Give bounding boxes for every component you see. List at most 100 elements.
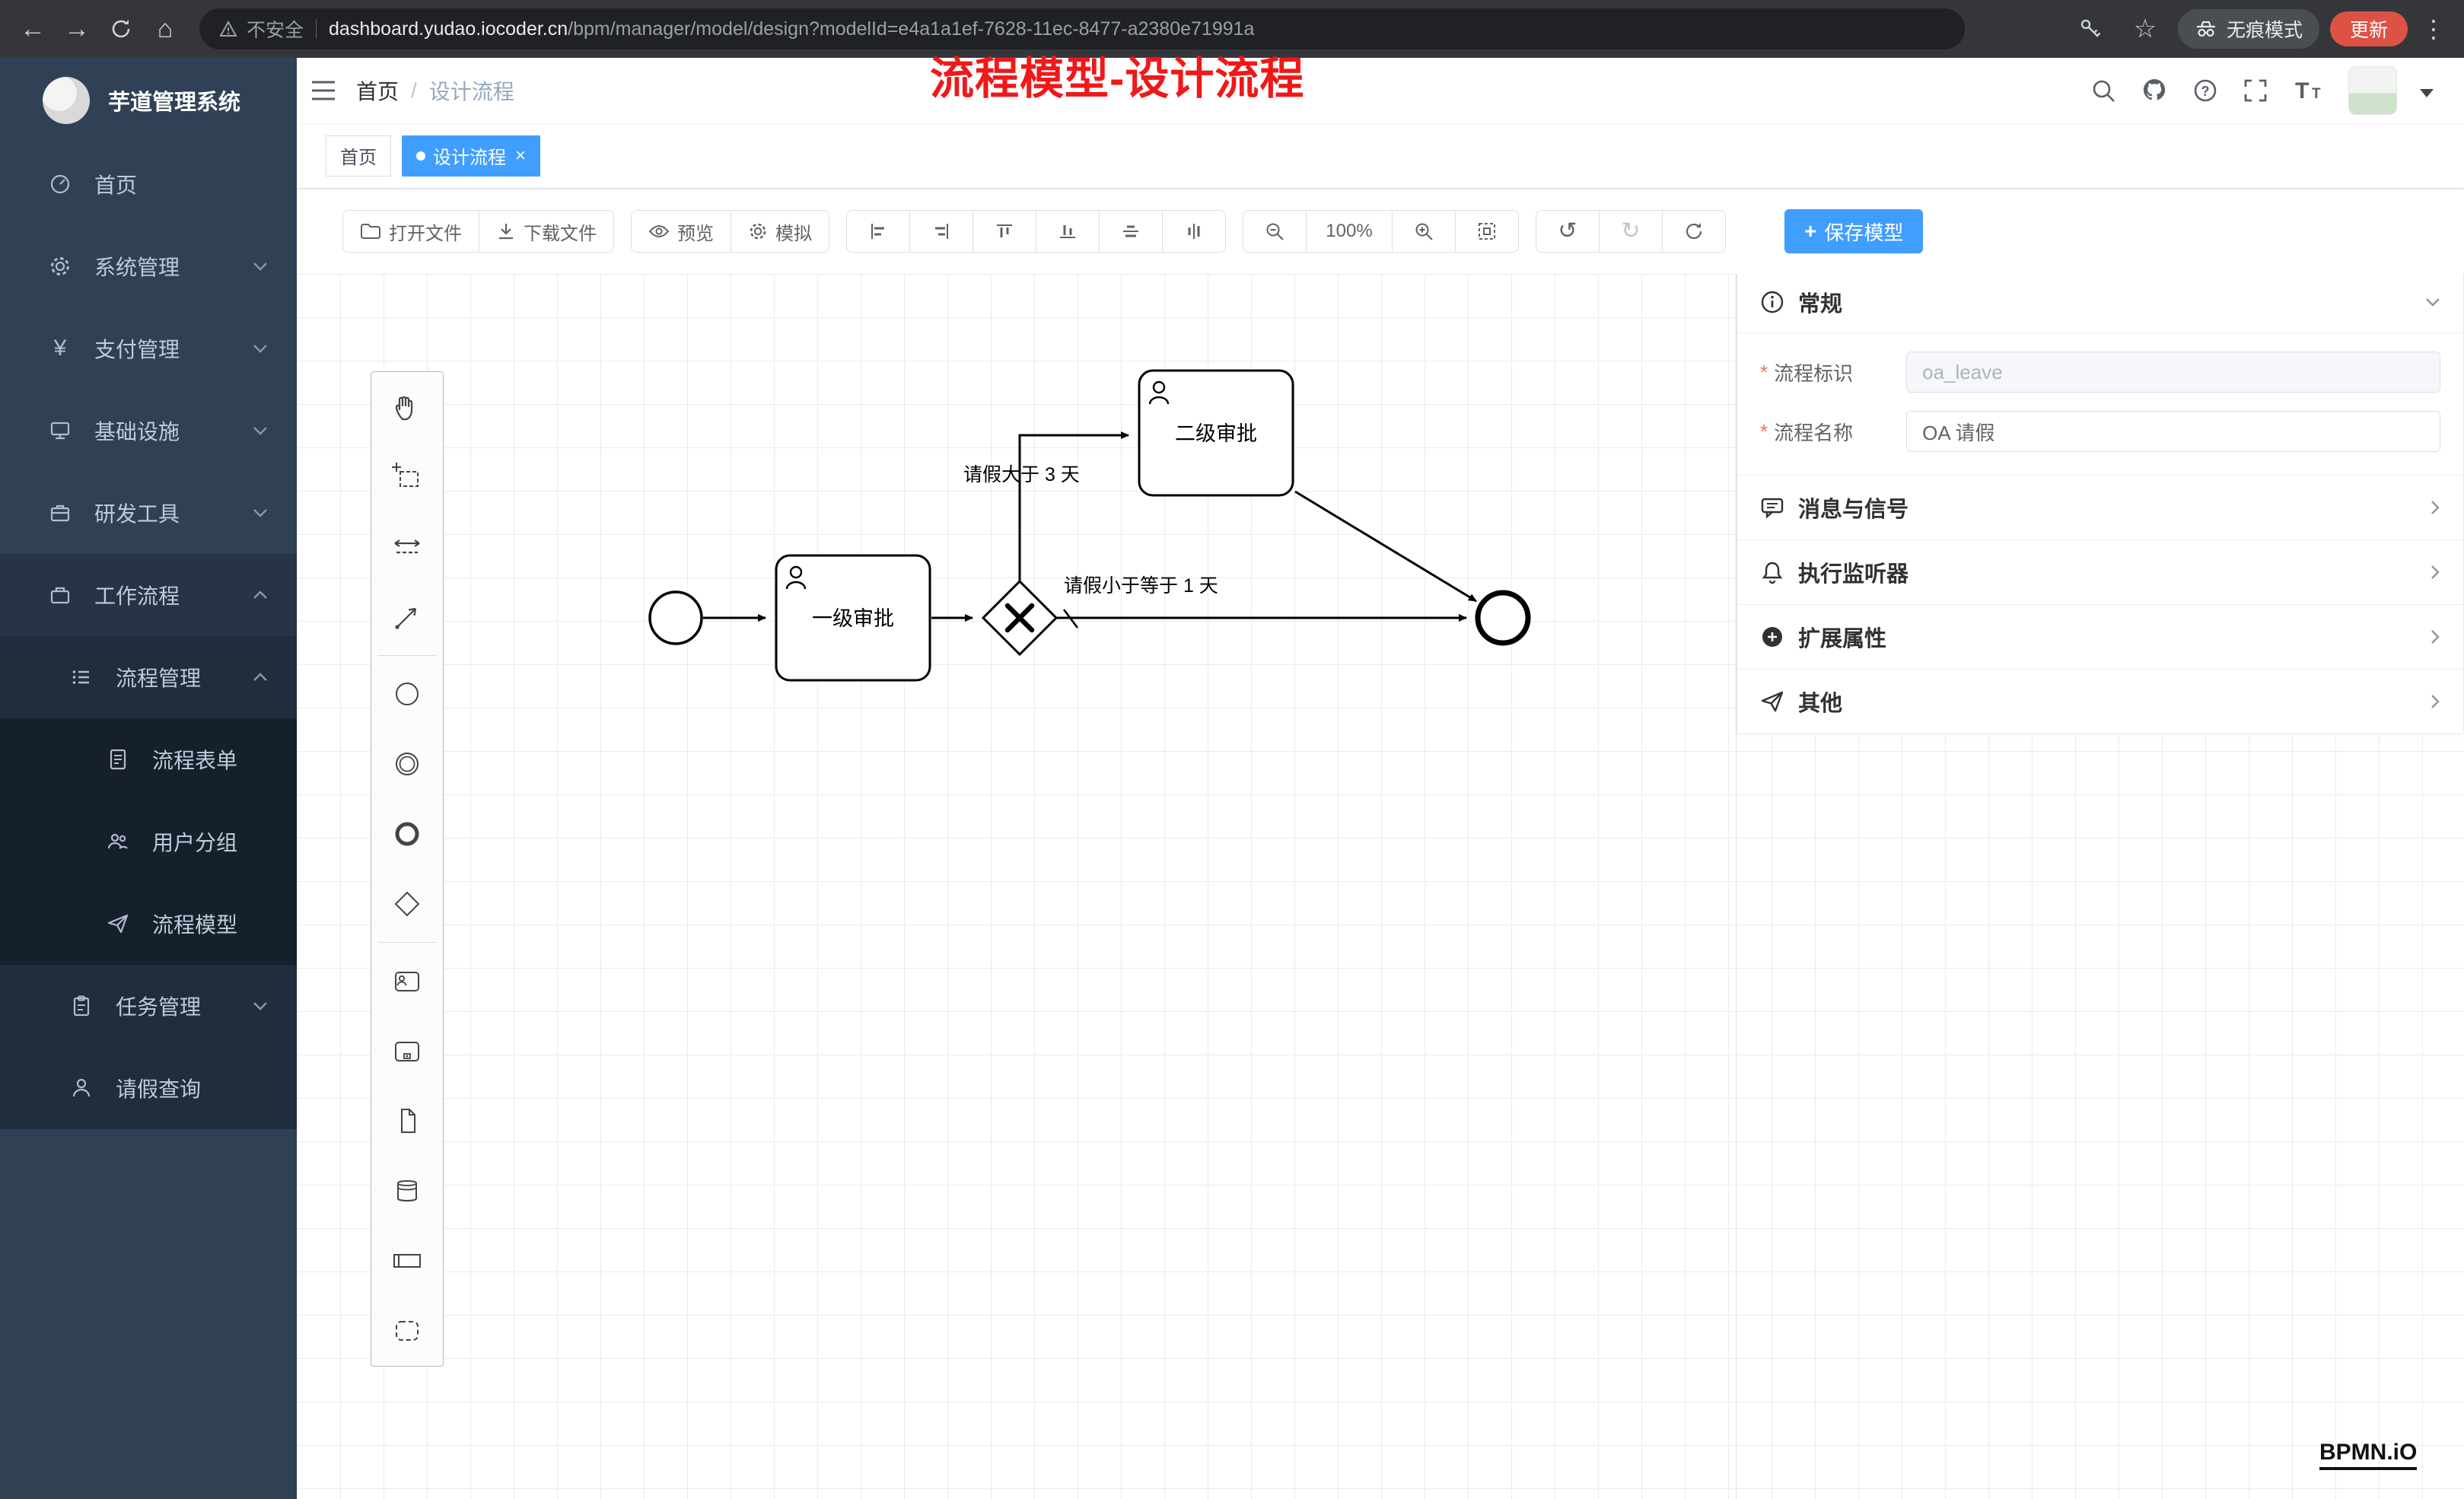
group-icon[interactable] [371, 1296, 443, 1366]
browser-menu-icon[interactable]: ⋮ [2421, 15, 2446, 43]
zoom-level-button[interactable]: 100% [1306, 210, 1393, 253]
panel-section-other[interactable]: 其他 [1737, 670, 2463, 734]
align-middle-button[interactable] [1099, 210, 1163, 253]
intermediate-event-icon[interactable] [371, 729, 443, 799]
fullscreen-icon[interactable] [2242, 77, 2269, 104]
key-icon[interactable] [2068, 7, 2112, 51]
github-icon[interactable] [2140, 77, 2169, 104]
designer-toolbar: 打开文件 下载文件 预览 模拟 100% ↺ ↻ + [297, 189, 2464, 274]
panel-section-general[interactable]: 常规 [1737, 272, 2463, 333]
security-label[interactable]: 不安全 [247, 20, 304, 41]
download-file-button[interactable]: 下载文件 [479, 210, 614, 253]
gear-icon [43, 255, 78, 278]
space-tool-icon[interactable] [371, 512, 443, 582]
end-event-node[interactable] [1475, 590, 1531, 646]
sidebar-fold-icon[interactable] [297, 79, 350, 102]
restart-button[interactable] [1662, 210, 1726, 253]
panel-section-ext-props[interactable]: 扩展属性 [1737, 605, 2463, 670]
zoom-reset-button[interactable] [1455, 210, 1519, 253]
data-store-icon[interactable] [371, 1156, 443, 1226]
browser-reload-icon[interactable] [99, 7, 143, 51]
flow-gateway-to-task2[interactable]: 请假大于 3 天 [963, 431, 1129, 581]
simulate-button[interactable]: 模拟 [731, 210, 829, 253]
redo-button[interactable]: ↻ [1599, 210, 1663, 253]
save-model-label: 保存模型 [1824, 221, 1904, 244]
close-icon[interactable]: × [515, 145, 527, 166]
browser-update-button[interactable]: 更新 [2329, 11, 2408, 46]
bpmn-io-watermark[interactable]: BPMN.iO [2319, 1440, 2418, 1470]
task-label: 二级审批 [1175, 422, 1257, 445]
folder-icon [361, 224, 380, 239]
hand-tool-icon[interactable] [371, 372, 443, 442]
align-left-button[interactable] [846, 210, 910, 253]
gateway-icon[interactable] [371, 869, 443, 939]
align-bottom-button[interactable] [1036, 210, 1100, 253]
start-event-icon[interactable] [371, 659, 443, 729]
process-key-field-row: * 流程标识 [1760, 352, 2440, 393]
open-file-button[interactable]: 打开文件 [342, 210, 479, 253]
sidebar-item-process-form[interactable]: 流程表单 [0, 718, 297, 800]
panel-section-listeners[interactable]: 执行监听器 [1737, 540, 2463, 605]
subprocess-icon[interactable] [371, 1016, 443, 1086]
caret-down-icon[interactable] [2420, 88, 2434, 97]
user-task-icon[interactable] [371, 946, 443, 1016]
condition-label-gt[interactable]: 请假大于 3 天 [963, 464, 1080, 485]
breadcrumb: 首页 / 设计流程 [356, 75, 514, 106]
user-task-marker-icon [1148, 380, 1170, 405]
bpmn-diagram[interactable]: 请假大于 3 天 请假小于等于 1 天 一级审批 [297, 274, 2464, 1499]
clipboard-icon [64, 995, 99, 1017]
tab-home[interactable]: 首页 [326, 135, 391, 177]
save-model-button[interactable]: + 保存模型 [1784, 209, 1924, 253]
zoom-in-button[interactable] [1392, 210, 1456, 253]
align-top-button[interactable] [973, 210, 1036, 253]
preview-button[interactable]: 预览 [631, 210, 731, 253]
url-host: dashboard.yudao.iocoder.cn [329, 18, 568, 40]
process-name-input[interactable] [1906, 411, 2440, 452]
sidebar-item-leave-query[interactable]: 请假查询 [0, 1047, 297, 1129]
paper-plane-icon [100, 912, 135, 935]
data-object-icon[interactable] [371, 1086, 443, 1156]
sidebar-item-system[interactable]: 系统管理 [0, 225, 297, 307]
browser-forward-icon[interactable]: → [64, 14, 90, 43]
lasso-tool-icon[interactable] [371, 442, 443, 512]
sidebar-item-process-model[interactable]: 流程模型 [0, 883, 297, 965]
align-right-button[interactable] [909, 210, 973, 253]
user-avatar[interactable] [2348, 66, 2397, 115]
bookmark-star-icon[interactable]: ☆ [2133, 14, 2157, 43]
undo-button[interactable]: ↺ [1536, 210, 1600, 253]
align-middle-icon [1123, 225, 1138, 237]
sidebar-item-home[interactable]: 首页 [0, 143, 297, 225]
chevron-right-icon [2431, 500, 2440, 515]
sidebar-item-devtools[interactable]: 研发工具 [0, 472, 297, 554]
end-event-icon[interactable] [371, 799, 443, 869]
global-connect-icon[interactable] [371, 582, 443, 652]
address-bar[interactable]: 不安全 dashboard.yudao.iocoder.cn/bpm/manag… [199, 8, 1965, 49]
align-center-button[interactable] [1162, 210, 1226, 253]
tab-design-process[interactable]: 设计流程 × [402, 135, 541, 177]
properties-panel: 常规 * 流程标识 * 流程名称 消息与信号 执行监听器 扩展属性 其他 [1737, 271, 2464, 734]
process-key-input[interactable] [1906, 352, 2440, 393]
sidebar-item-payment[interactable]: ¥ 支付管理 [0, 307, 297, 390]
flow-task2-to-end[interactable] [1294, 490, 1477, 603]
user-task-node-first[interactable]: 一级审批 [775, 554, 931, 682]
app-logo[interactable]: 芋道管理系统 [0, 58, 297, 143]
browser-back-icon[interactable]: ← [20, 14, 46, 43]
start-event-node[interactable] [648, 590, 703, 645]
sidebar-item-infra[interactable]: 基础设施 [0, 390, 297, 472]
panel-section-messages[interactable]: 消息与信号 [1737, 476, 2463, 540]
help-icon[interactable]: ? [2192, 77, 2219, 104]
browser-home-icon[interactable]: ⌂ [157, 14, 173, 43]
zoom-out-button[interactable] [1243, 210, 1307, 253]
user-task-node-second[interactable]: 二级审批 [1138, 369, 1294, 497]
flow-gateway-to-end[interactable]: 请假小于等于 1 天 [1056, 575, 1467, 629]
search-icon[interactable] [2090, 77, 2117, 104]
sidebar-item-process-mgmt[interactable]: 流程管理 [0, 636, 297, 718]
condition-label-le[interactable]: 请假小于等于 1 天 [1064, 575, 1218, 597]
participant-icon[interactable] [371, 1226, 443, 1296]
exclusive-gateway-node[interactable] [981, 579, 1059, 657]
sidebar-item-user-group[interactable]: 用户分组 [0, 800, 297, 883]
breadcrumb-home[interactable]: 首页 [356, 80, 400, 103]
sidebar-item-task-mgmt[interactable]: 任务管理 [0, 965, 297, 1047]
sidebar-item-workflow[interactable]: 工作流程 [0, 554, 297, 636]
